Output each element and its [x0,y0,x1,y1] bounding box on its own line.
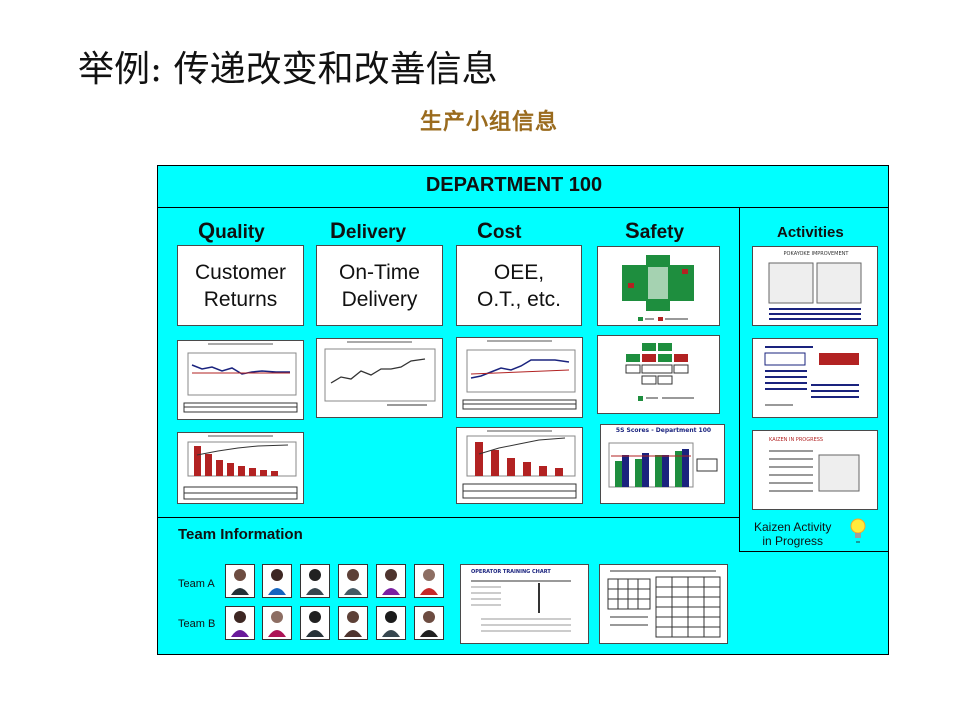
team-b-member-3[interactable] [300,606,330,640]
five-s-chart-title: 5S Scores - Department 100 [615,427,712,434]
kaizen-graphic [769,450,860,492]
safety-matrix-thumbnail [597,335,720,414]
activities-divider [739,207,740,552]
cross-incident-1 [628,283,634,288]
person-icon [268,569,286,595]
heading-cost-rest: ost [492,222,522,243]
activity-schedule-graphic [764,346,859,406]
five-s-chart [608,442,718,488]
team-a-member-1[interactable] [225,564,255,598]
metric-customer-returns: Customer Returns [177,245,304,326]
cross-bottom [646,301,670,311]
team-b-members [225,606,445,642]
poka-yoke-thumbnail: POKAYOKE IMPROVEMENT [752,246,878,326]
quality-line-chart-thumbnail [177,340,304,420]
person-icon [306,569,324,595]
team-information-title: Team Information [178,526,303,543]
department-schedule-thumbnail [599,564,728,644]
operator-training-chart-graphic [471,580,571,632]
quality-bar-chart [183,435,298,500]
kaizen-activity-label: Kaizen Activity in Progress [754,520,832,548]
heading-quality: Quality [198,218,265,244]
legend-green [638,317,643,321]
heading-cost-initial: C [477,218,493,243]
person-icon [382,611,400,637]
cross-top [646,255,670,265]
kaizen-thumbnail: KAIZEN IN PROGRESS [752,430,878,510]
person-icon [268,611,286,637]
activities-title: Activities [777,224,844,241]
team-a-members [225,564,445,600]
cost-bar-chart [462,430,577,499]
person-icon [420,569,438,595]
team-a-member-5[interactable] [376,564,406,598]
page-subtitle: 生产小组信息 [420,110,559,135]
cross-center [648,267,668,299]
team-a-member-6[interactable] [414,564,444,598]
heading-safety-initial: S [625,218,640,243]
operator-training-chart-thumbnail: OPERATOR TRAINING CHART [460,564,589,644]
poka-yoke-graphic [768,262,862,320]
team-a-member-3[interactable] [300,564,330,598]
team-b-label: Team B [178,618,216,630]
heading-quality-initial: Q [198,218,216,243]
person-icon [344,611,362,637]
department-schedule-graphic [607,570,721,638]
team-a-member-4[interactable] [338,564,368,598]
safety-cross-graphic [622,255,694,321]
cross-incident-2 [682,269,688,274]
team-b-member-4[interactable] [338,606,368,640]
team-a-member-2[interactable] [262,564,292,598]
heading-delivery-initial: D [330,218,346,243]
team-b-member-6[interactable] [414,606,444,640]
kaizen-thumbnail-title: KAIZEN IN PROGRESS [769,437,824,443]
heading-delivery-rest: elivery [345,222,407,243]
team-b-member-5[interactable] [376,606,406,640]
page-title: 举例: 传递改变和改善信息 [78,49,498,90]
metric-oee: OEE, O.T., etc. [456,245,582,326]
cost-bar-chart-thumbnail [456,427,583,504]
person-icon [420,611,438,637]
heading-safety: Safety [625,218,684,244]
heading-quality-rest: uality [215,222,265,243]
heading-delivery: Delivery [330,218,406,244]
cost-line-chart-thumbnail [456,337,583,418]
person-icon [306,611,324,637]
heading-safety-rest: afety [639,222,685,243]
team-b-member-2[interactable] [262,606,292,640]
legend-red [658,317,663,321]
department-title: DEPARTMENT 100 [425,174,603,196]
delivery-line-chart [324,341,436,406]
team-b-member-1[interactable] [225,606,255,640]
poka-yoke-title: POKAYOKE IMPROVEMENT [783,251,849,257]
five-s-chart-thumbnail: 5S Scores - Department 100 [600,424,725,504]
cost-line-chart [462,340,577,410]
quality-line-chart [183,343,298,413]
header-divider [158,207,888,208]
lightbulb-icon [850,518,866,543]
person-icon [231,569,249,595]
person-icon [382,569,400,595]
team-a-label: Team A [178,578,215,590]
activities-bottom-divider [739,551,888,552]
delivery-line-chart-thumbnail [316,338,443,418]
person-icon [231,611,249,637]
operator-training-chart-title: OPERATOR TRAINING CHART [471,569,551,575]
metric-on-time-delivery: On-Time Delivery [316,245,443,326]
activity-schedule-thumbnail [752,338,878,418]
person-icon [344,569,362,595]
safety-matrix-graphic [625,343,694,401]
safety-cross-thumbnail [597,246,720,326]
team-divider [158,517,739,518]
department-board: DEPARTMENT 100 Quality Delivery Cost Saf… [157,165,889,655]
heading-cost: Cost [477,218,521,244]
quality-bar-chart-thumbnail [177,432,304,504]
